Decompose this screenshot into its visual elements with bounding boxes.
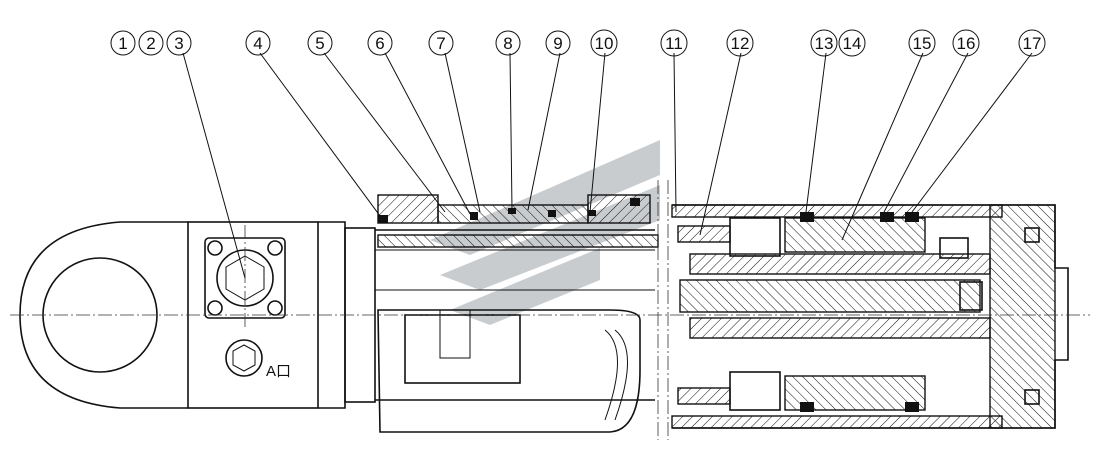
callout-12: 12 <box>726 29 754 57</box>
callout-7: 7 <box>428 30 454 56</box>
callout-3: 3 <box>166 30 192 56</box>
callout-4-number: 4 <box>253 34 262 53</box>
callout-16: 16 <box>952 29 980 57</box>
rod-body <box>318 221 655 409</box>
leader-lines <box>182 52 1033 279</box>
callout-7-number: 7 <box>436 34 445 53</box>
callout-14: 14 <box>838 29 866 57</box>
callout-10: 10 <box>590 29 618 57</box>
callout-9-number: 9 <box>553 34 562 53</box>
callout-12-number: 12 <box>731 34 750 53</box>
callout-5: 5 <box>307 30 333 56</box>
break-lines <box>657 180 669 440</box>
callout-16-number: 16 <box>957 34 976 53</box>
callout-17: 17 <box>1018 29 1046 57</box>
callout-15-number: 15 <box>913 34 932 53</box>
callout-14-number: 14 <box>843 34 862 53</box>
callout-13-number: 13 <box>815 34 834 53</box>
callout-6: 6 <box>367 30 393 56</box>
callout-11: 11 <box>660 29 688 57</box>
callout-3-number: 3 <box>174 34 183 53</box>
callout-13: 13 <box>810 29 838 57</box>
callout-15: 15 <box>908 29 936 57</box>
callout-5-number: 5 <box>315 34 324 53</box>
watermark-logo <box>430 140 660 325</box>
callout-6-number: 6 <box>375 34 384 53</box>
port-a-label: A口 <box>266 363 291 380</box>
cylinder-barrel <box>671 204 1069 429</box>
callout-1-number: 1 <box>118 34 127 53</box>
callout-8-number: 8 <box>503 34 512 53</box>
callout-2: 2 <box>138 30 164 56</box>
callout-10-number: 10 <box>595 34 614 53</box>
callout-4: 4 <box>245 30 271 56</box>
callout-2-number: 2 <box>146 34 155 53</box>
gland-section <box>377 194 659 248</box>
callout-9: 9 <box>545 30 571 56</box>
callout-17-number: 17 <box>1023 34 1042 53</box>
callout-1: 1 <box>110 30 136 56</box>
callout-11-number: 11 <box>665 34 683 53</box>
gland-outer <box>377 309 641 433</box>
callout-8: 8 <box>495 30 521 56</box>
